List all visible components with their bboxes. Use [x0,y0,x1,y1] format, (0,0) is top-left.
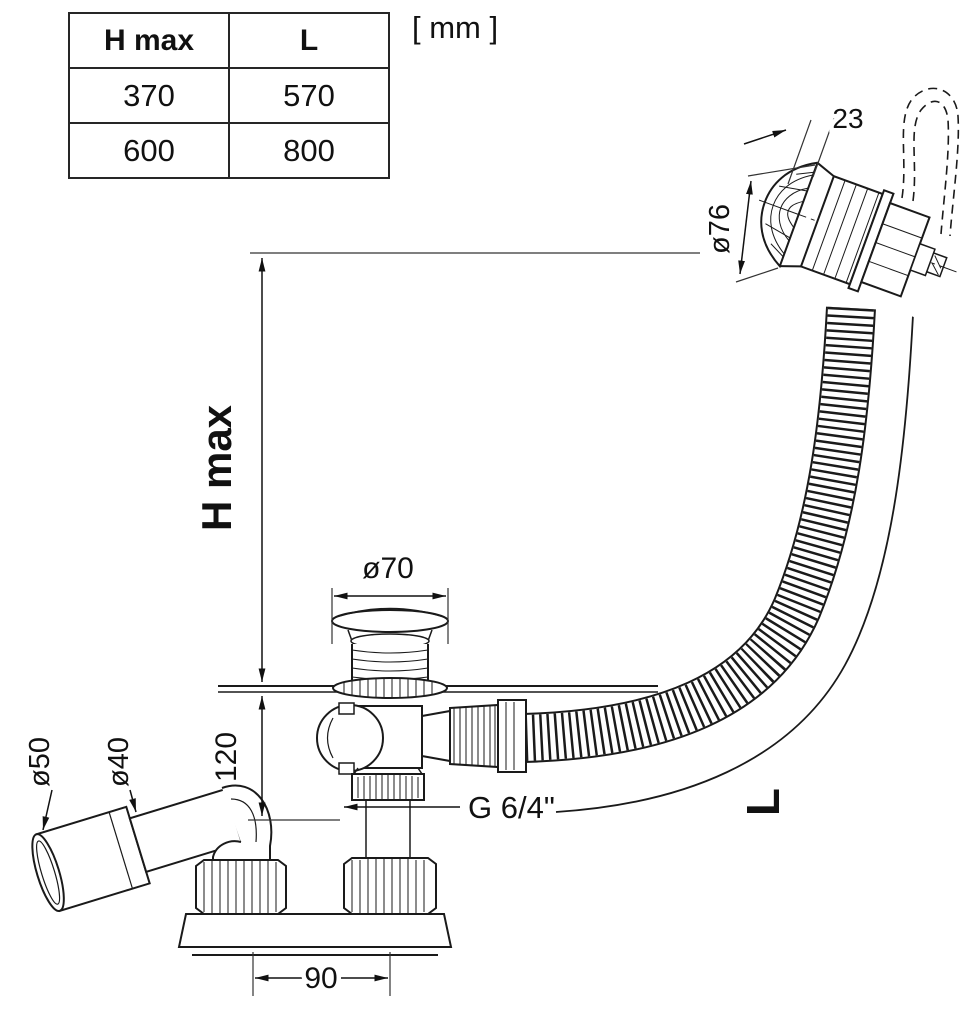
table-header-hmax: H max [68,12,230,69]
table-cell-hmax-0: 370 [68,67,230,124]
table-header-l: L [228,12,390,69]
dim-d70-label: ø70 [362,552,414,585]
right-coupling-nut [343,857,437,915]
units-label: [ mm ] [412,10,499,45]
overflow-assembly [758,160,958,319]
dim-d76: ø76 [700,164,816,283]
dim-hmax: H max [189,252,700,682]
tee-outlet-cone [421,709,451,763]
dim-d50-label: ø50 [24,737,56,787]
table-cell-l-1: 800 [228,122,390,179]
dim-23: 23 [743,99,868,185]
drain-plug [331,607,449,699]
dim-d40-label: ø40 [103,737,135,787]
dim-g64: G 6/4" [344,790,555,825]
hose-nut [497,699,527,773]
hmax-label: H max [193,404,240,531]
table-cell-hmax-1: 600 [68,122,230,179]
hose-length-label: L [737,788,789,816]
hose-length-line [555,251,917,813]
dim-d76-label: ø76 [704,204,736,254]
corrugated-hose [523,306,878,765]
waste-outlet-pipe [31,787,244,913]
dim-d50: ø50 [24,737,56,831]
dim-d40: ø40 [103,737,137,813]
tee-outlet-thread [449,703,499,769]
dim-90-label: 90 [304,962,337,995]
left-coupling-nut [195,859,287,915]
table-cell-l-0: 570 [228,67,390,124]
dim-120: 120 [206,696,340,821]
dimension-table: H max L 370 570 600 800 [68,12,390,179]
dim-d70: ø70 [331,552,449,644]
plug-flange-hatch [343,679,433,697]
base-plate [177,913,453,956]
dim-90: 90 [252,952,391,1000]
control-cable [901,87,960,237]
dim-23-label: 23 [832,103,863,134]
bracket-screw [926,252,948,278]
dim-g64-label: G 6/4" [468,790,555,825]
overflow-tee [316,699,527,858]
dim-120-label: 120 [210,732,243,782]
